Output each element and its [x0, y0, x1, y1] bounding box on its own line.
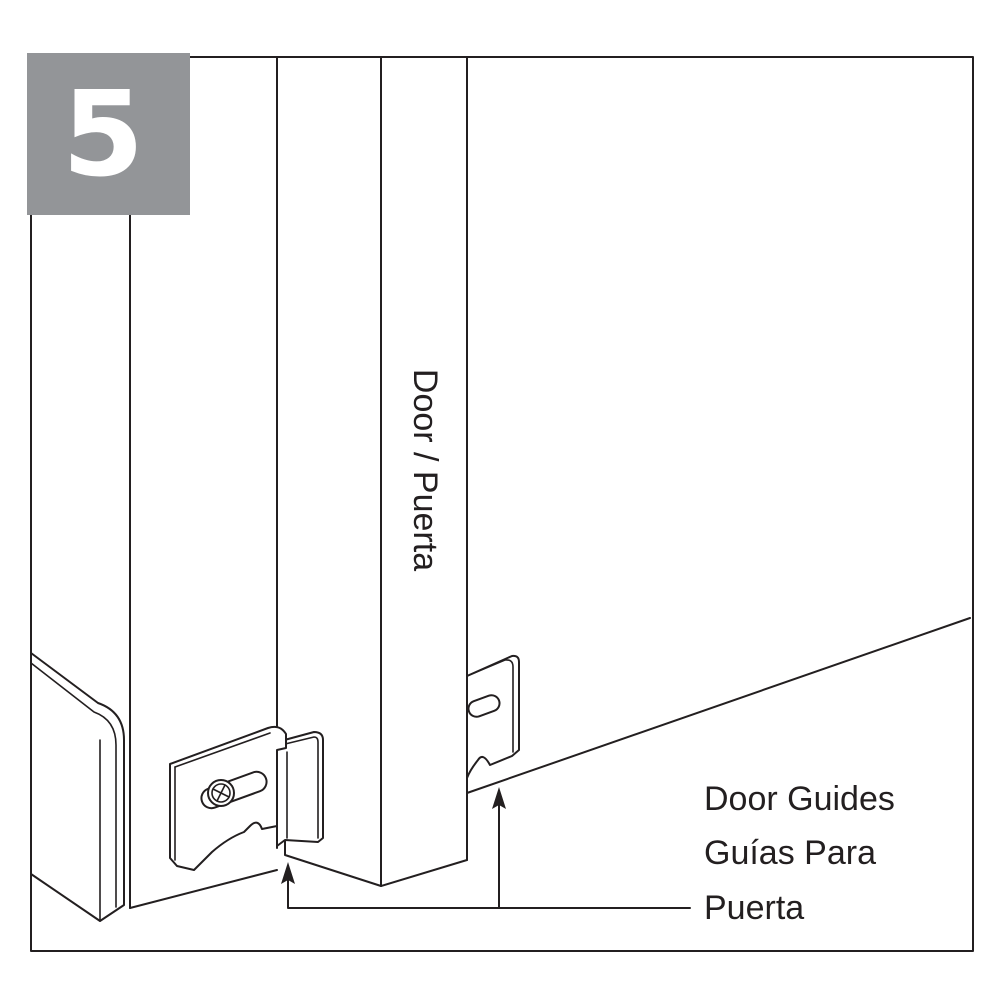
step-number: 5: [62, 65, 144, 203]
door-guides-label-line1: Door Guides: [704, 780, 895, 818]
arrow-rear-guide-icon: [492, 787, 506, 809]
floor-line: [466, 617, 971, 794]
callout-leader: [287, 802, 691, 909]
side-panel: [129, 56, 278, 909]
door-label: Door / Puerta: [406, 369, 444, 571]
arrow-front-guide-icon: [281, 862, 295, 884]
step-badge: [27, 53, 190, 215]
door-guide-rear: [466, 654, 520, 779]
door-guides-label-line2: Guías Para: [704, 834, 876, 872]
door-guide-front: [169, 725, 324, 871]
door-guides-label-line3: Puerta: [704, 889, 804, 927]
frame-border: [30, 56, 974, 952]
baseboard: [30, 652, 125, 922]
